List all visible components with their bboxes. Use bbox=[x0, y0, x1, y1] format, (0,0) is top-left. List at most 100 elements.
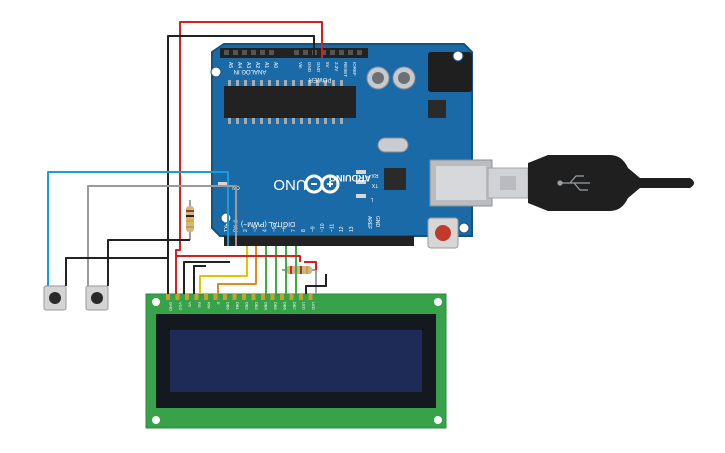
digital-label: DIGITAL (PWM~) bbox=[241, 220, 295, 227]
usb-controller-chip bbox=[384, 168, 406, 190]
resistor-button[interactable] bbox=[186, 200, 194, 240]
lcd-pin-label: DB6 bbox=[283, 302, 288, 311]
board-model-label: UNO bbox=[273, 176, 306, 193]
lcd-pin-label: DB7 bbox=[292, 302, 297, 311]
gnd-label: GND bbox=[374, 216, 380, 228]
lcd-pin[interactable] bbox=[251, 294, 256, 300]
lcd-pin[interactable] bbox=[242, 294, 246, 300]
wire-button1-gnd bbox=[65, 257, 168, 286]
digital-header bbox=[224, 236, 414, 246]
atmega-chip bbox=[224, 86, 356, 118]
pin-label: ~9 bbox=[310, 226, 316, 232]
pin-label: A0 bbox=[272, 62, 278, 68]
lcd-pin[interactable] bbox=[299, 294, 303, 300]
pin-label: ~3 bbox=[253, 226, 259, 232]
arduino-board-details: UNO ARDUINO DIGITAL (PWM~) ANALOG IN POW… bbox=[210, 48, 493, 249]
l-led bbox=[356, 194, 366, 198]
lcd-pin[interactable] bbox=[280, 294, 284, 300]
lcd-pin[interactable] bbox=[289, 294, 294, 300]
pin-label: GND bbox=[316, 62, 321, 73]
wire-lcd-gnd2 bbox=[193, 265, 206, 294]
lcd-pin[interactable] bbox=[204, 294, 208, 300]
lcd-pin-label: RS bbox=[197, 302, 202, 308]
wire-gnd-black bbox=[167, 35, 315, 294]
pin-label: Vin bbox=[298, 62, 303, 69]
pin-label: IOREF bbox=[352, 62, 357, 76]
wire-vcc-red bbox=[175, 255, 301, 262]
arduino-logo bbox=[304, 174, 340, 194]
lcd-pin[interactable] bbox=[185, 294, 189, 300]
aref-label: AREF bbox=[366, 216, 372, 229]
lcd-pin[interactable] bbox=[223, 294, 227, 300]
l-led-label: L bbox=[370, 196, 373, 202]
pin-label: A5 bbox=[227, 62, 233, 68]
tx-led bbox=[356, 180, 366, 184]
lcd-pin[interactable] bbox=[232, 294, 237, 300]
board-brand-label: ARDUINO bbox=[329, 173, 371, 183]
pin-label: RESET bbox=[343, 62, 348, 77]
rx-led bbox=[356, 170, 366, 174]
usb-cable[interactable] bbox=[487, 155, 694, 211]
pin-label: 3.3V bbox=[334, 62, 339, 71]
lcd-pin-label: DB5 bbox=[273, 302, 278, 311]
pin-label: A4 bbox=[236, 62, 242, 68]
power-label: POWER bbox=[308, 76, 331, 82]
lcd-pin[interactable] bbox=[270, 294, 275, 300]
lcd-pin-label: DB2 bbox=[245, 302, 250, 311]
power-header bbox=[290, 48, 368, 58]
lcd-pin-label: GND bbox=[169, 302, 174, 311]
lcd-pin-label: VCC bbox=[178, 302, 183, 311]
wire-button2-gnd bbox=[107, 239, 190, 286]
pin-label: GND bbox=[307, 62, 312, 73]
pin-label: 12 bbox=[339, 226, 345, 232]
wiring bbox=[47, 21, 327, 294]
wire-e-orange bbox=[217, 246, 257, 294]
on-led bbox=[218, 182, 228, 186]
lcd-pin-label: LED bbox=[311, 302, 316, 310]
wire-rs-yellow bbox=[199, 246, 248, 294]
wire-lcd-rw-gnd bbox=[183, 261, 230, 294]
pin-label: 8 bbox=[301, 229, 307, 232]
power-pin-labels: Vin GND GND 5V 3.3V RESET IOREF bbox=[298, 62, 357, 77]
pin-label: 7 bbox=[291, 229, 297, 232]
pin-label: 4 bbox=[262, 229, 268, 232]
lcd-pin-label: DB3 bbox=[254, 302, 259, 311]
pin-label: 5V bbox=[325, 62, 330, 68]
lcd-pin[interactable] bbox=[213, 294, 218, 300]
wire-button-gray bbox=[87, 185, 237, 286]
push-button-1[interactable] bbox=[43, 285, 67, 311]
tx-led-label: TX bbox=[371, 182, 378, 188]
lcd-pin[interactable] bbox=[194, 294, 199, 300]
wire-led-gnd bbox=[305, 274, 327, 294]
pin-label: ~11 bbox=[330, 224, 336, 232]
voltage-regulator bbox=[428, 100, 446, 118]
lcd-pin-label: DB4 bbox=[264, 302, 269, 311]
pin-label: 13 bbox=[349, 226, 355, 232]
pin-label: 2 bbox=[243, 229, 249, 232]
lcd-pin-label: DB0 bbox=[226, 302, 231, 311]
power-jack bbox=[428, 52, 472, 92]
lcd-pin-label: LED bbox=[302, 302, 307, 310]
lcd-pin[interactable] bbox=[166, 294, 170, 300]
pin-label: ~6 bbox=[282, 226, 288, 232]
lcd-pin-label: V0 bbox=[188, 302, 193, 308]
pin-label: A2 bbox=[254, 62, 260, 68]
pin-label: ~5 bbox=[272, 226, 278, 232]
usb-icon bbox=[557, 175, 590, 191]
resistor-backlight[interactable] bbox=[282, 266, 316, 274]
lcd-pin[interactable] bbox=[175, 294, 180, 300]
lcd-pin-label: RW bbox=[207, 302, 212, 309]
push-button-2[interactable] bbox=[85, 285, 109, 311]
pin-label: A3 bbox=[245, 62, 251, 68]
pin-label: A1 bbox=[263, 62, 269, 68]
lcd-pin-label: E bbox=[216, 302, 221, 305]
wire-button-blue bbox=[47, 171, 229, 286]
lcd-pin[interactable] bbox=[308, 294, 313, 300]
lcd-screen bbox=[170, 330, 422, 392]
rx-led-label: RX bbox=[371, 172, 379, 178]
lcd-pin[interactable] bbox=[261, 294, 265, 300]
